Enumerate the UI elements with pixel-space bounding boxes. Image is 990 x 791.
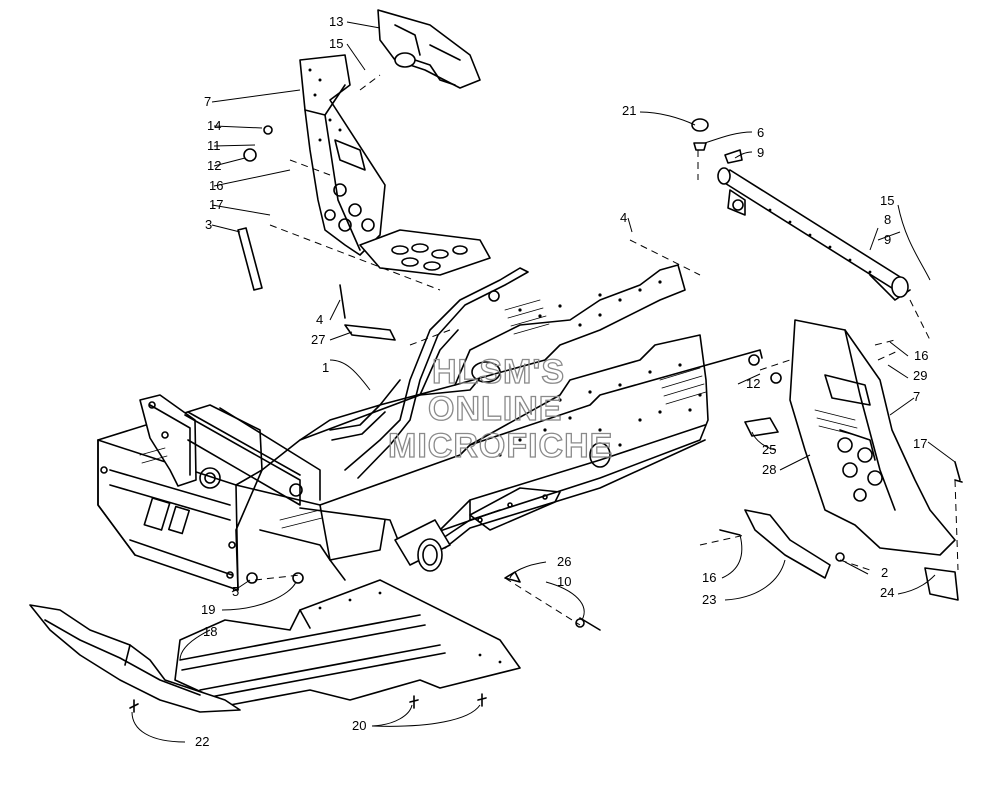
callout-28: 28	[762, 462, 776, 477]
callout-19: 19	[201, 602, 215, 617]
callout-18: 18	[203, 624, 217, 639]
callout-10: 10	[557, 574, 571, 589]
callout-4: 4	[620, 210, 627, 225]
callout-20: 20	[352, 718, 366, 733]
callout-27: 27	[311, 332, 325, 347]
watermark-line-3: MICROFICHE	[388, 427, 613, 465]
callout-17: 17	[209, 197, 223, 212]
callout-17: 17	[913, 436, 927, 451]
callout-4: 4	[316, 312, 323, 327]
left-upper-bulkhead	[299, 54, 491, 276]
callout-16: 16	[702, 570, 716, 585]
callout-2: 2	[881, 565, 888, 580]
callout-23: 23	[702, 592, 716, 607]
leader-lines	[131, 21, 956, 743]
callout-6: 6	[757, 125, 764, 140]
callout-24: 24	[880, 585, 894, 600]
callout-9: 9	[884, 232, 891, 247]
belly-skid-plate	[29, 604, 241, 713]
steering-post	[717, 167, 911, 301]
steering-bracket	[377, 9, 481, 89]
small-hardware	[129, 118, 963, 713]
callout-21: 21	[622, 103, 636, 118]
callout-15: 15	[880, 193, 894, 208]
watermark-line-2: ONLINE	[428, 390, 562, 428]
callout-15: 15	[329, 36, 343, 51]
watermark-line-1: HLSM'S	[432, 353, 565, 391]
watermark: HLSM'S ONLINE MICROFICHE	[387, 352, 613, 465]
callout-26: 26	[557, 554, 571, 569]
assembly-lines	[254, 74, 959, 626]
callout-22: 22	[195, 734, 209, 749]
callout-29: 29	[913, 368, 927, 383]
right-bulkhead	[789, 319, 956, 556]
callout-labels: 1234456778991011121213141515161616171718…	[195, 14, 928, 749]
callout-14: 14	[207, 118, 221, 133]
callout-12: 12	[207, 158, 221, 173]
callout-16: 16	[914, 348, 928, 363]
callout-5: 5	[232, 584, 239, 599]
callout-7: 7	[204, 94, 211, 109]
callout-16: 16	[209, 178, 223, 193]
floor-pan	[174, 579, 521, 706]
callout-1: 1	[322, 360, 329, 375]
callout-9: 9	[757, 145, 764, 160]
callout-12: 12	[746, 376, 760, 391]
callout-11: 11	[207, 138, 221, 153]
callout-13: 13	[329, 14, 343, 29]
callout-3: 3	[205, 217, 212, 232]
callout-25: 25	[762, 442, 776, 457]
callout-8: 8	[884, 212, 891, 227]
chassis-frame	[97, 264, 763, 591]
callout-7: 7	[913, 389, 920, 404]
